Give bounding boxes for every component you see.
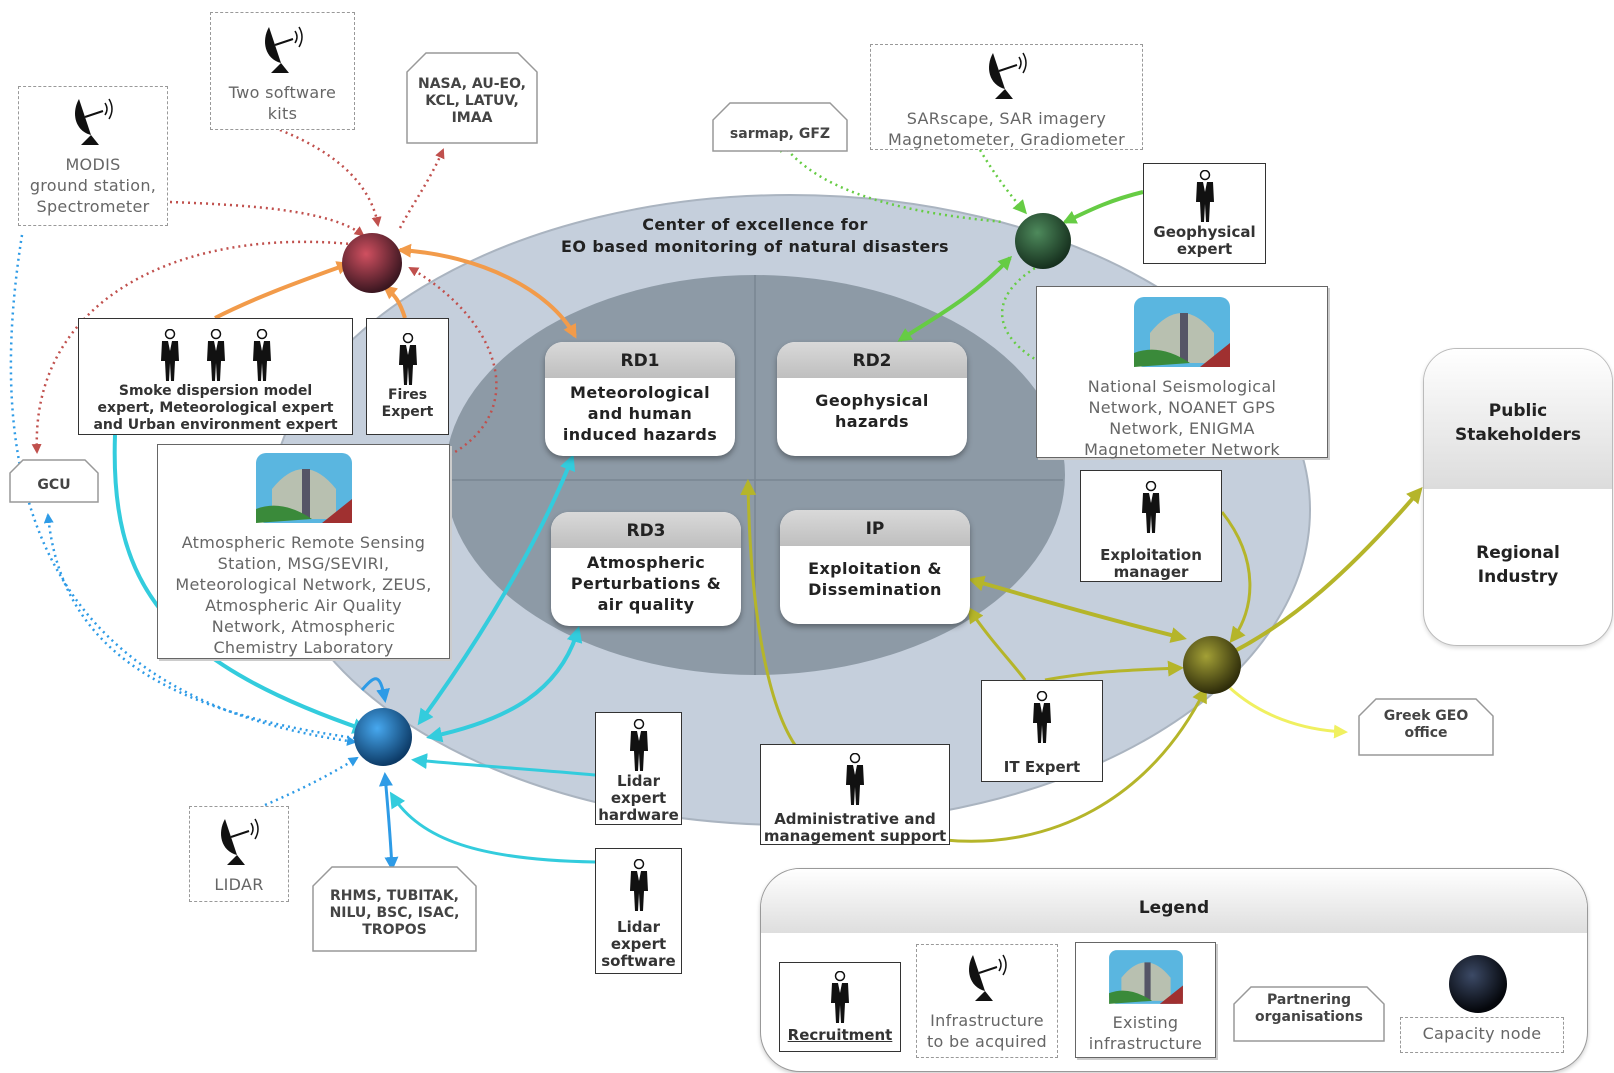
- ip-head: IP: [780, 510, 970, 546]
- rd1-box[interactable]: RD1 Meteorological and human induced haz…: [545, 342, 735, 456]
- rd3-head: RD3: [551, 512, 741, 548]
- partner-nasa[interactable]: NASA, AU-EO, KCL, LATUV, IMAA: [406, 52, 538, 144]
- public-stakeholders: Public Stakeholders: [1424, 349, 1612, 489]
- recruit-lidar-hardware[interactable]: Lidar expert hardware: [595, 712, 682, 825]
- satellite-dish-icon: [221, 818, 259, 865]
- infra-two-software-kits[interactable]: Two software kits: [210, 12, 355, 130]
- person-icon: [629, 859, 648, 911]
- observatory-icon: [255, 453, 352, 523]
- public-stakeholders-panel[interactable]: Public Stakeholders Regional Industry: [1423, 348, 1613, 646]
- person-icon: [629, 719, 648, 771]
- legend-capacity-node-icon: [1449, 955, 1507, 1013]
- recruit-admin-support[interactable]: Administrative and management support: [760, 744, 950, 845]
- legend-title: Legend: [761, 869, 1587, 933]
- recruit-geophysical-expert[interactable]: Geophysical expert: [1143, 163, 1266, 264]
- partner-shape: [1233, 986, 1385, 1042]
- ip-box[interactable]: IP Exploitation & Dissemination: [780, 510, 970, 624]
- existing-seismological[interactable]: National Seismological Network, NOANET G…: [1036, 286, 1328, 459]
- rd3-body: Atmospheric Perturbations & air quality: [570, 553, 722, 614]
- observatory-icon: [1134, 297, 1230, 367]
- infra-sarscape[interactable]: SARscape, SAR imagery Magnetometer, Grad…: [870, 44, 1143, 150]
- satellite-dish-icon: [988, 52, 1027, 99]
- recruit-fires-expert[interactable]: Fires Expert: [366, 318, 449, 435]
- legend-recruitment: Recruitment: [779, 962, 901, 1052]
- recruit-lidar-software[interactable]: Lidar expert software: [595, 848, 682, 974]
- rd3-box[interactable]: RD3 Atmospheric Perturbations & air qual…: [551, 512, 741, 626]
- person-group: [79, 329, 352, 383]
- person-icon: [831, 971, 849, 1023]
- person-icon: [206, 329, 225, 381]
- satellite-dish-icon: [264, 26, 303, 73]
- partner-shape: [312, 866, 477, 952]
- recruit-it-expert[interactable]: IT Expert: [981, 680, 1103, 782]
- rd2-head: RD2: [777, 342, 967, 378]
- infra-lidar[interactable]: LIDAR: [189, 806, 289, 902]
- existing-atmospheric[interactable]: Atmospheric Remote Sensing Station, MSG/…: [157, 444, 450, 659]
- recruit-smoke-experts[interactable]: Smoke dispersion model expert, Meteorolo…: [78, 318, 353, 435]
- legend-partnering: Partnering organisations: [1233, 986, 1385, 1042]
- rd1-body: Meteorological and human induced hazards: [562, 383, 718, 444]
- person-icon: [1033, 691, 1051, 743]
- partner-gcu[interactable]: GCU: [9, 459, 99, 503]
- partner-greek-geo[interactable]: Greek GEO office: [1358, 698, 1494, 756]
- infra-modis[interactable]: MODIS ground station, Spectrometer: [18, 86, 168, 226]
- recruit-exploitation-manager[interactable]: Exploitation manager: [1080, 470, 1222, 582]
- capacity-node-blue: [354, 708, 412, 766]
- satellite-dish-icon: [75, 98, 113, 145]
- partner-sarmap[interactable]: sarmap, GFZ: [712, 102, 848, 152]
- partner-shape: [9, 459, 99, 503]
- person-icon: [846, 753, 864, 805]
- person-icon: [1195, 170, 1214, 222]
- center-title: Center of excellence for EO based monito…: [561, 215, 949, 256]
- rd2-box[interactable]: RD2 Geophysical hazards: [777, 342, 967, 456]
- ip-body: Exploitation & Dissemination: [808, 559, 942, 599]
- person-icon: [252, 329, 271, 381]
- legend-capacity-node: Capacity node: [1400, 1017, 1564, 1053]
- satellite-dish-icon: [969, 954, 1007, 1001]
- partner-shape: [406, 52, 538, 144]
- partner-rhms[interactable]: RHMS, TUBITAK, NILU, BSC, ISAC, TROPOS: [312, 866, 477, 952]
- observatory-icon: [1108, 950, 1183, 1004]
- rd2-body: Geophysical hazards: [815, 391, 929, 431]
- legend-infrastructure: Infrastructure to be acquired: [916, 944, 1058, 1058]
- rd1-head: RD1: [545, 342, 735, 378]
- partner-shape: [1358, 698, 1494, 756]
- regional-industry: Regional Industry: [1476, 543, 1560, 587]
- person-icon: [1142, 481, 1160, 533]
- capacity-node-olive: [1183, 636, 1241, 694]
- partner-shape: [712, 102, 848, 152]
- capacity-node-red: [342, 233, 402, 293]
- person-icon: [160, 329, 179, 381]
- capacity-node-green: [1015, 213, 1071, 269]
- legend-existing: Existing infrastructure: [1075, 942, 1216, 1058]
- person-icon: [398, 333, 417, 385]
